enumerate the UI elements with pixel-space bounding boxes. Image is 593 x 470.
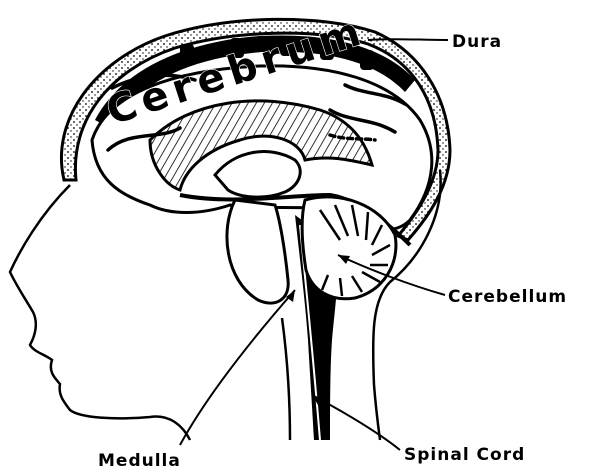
dura-label: Dura [452, 32, 502, 52]
cerebellum-label: Cerebellum [448, 287, 567, 307]
spinal-cord-label: Spinal Cord [404, 445, 525, 465]
dura-leader [368, 39, 448, 40]
medulla-label: Medulla [98, 451, 181, 470]
brain-stem [227, 200, 288, 303]
head-profile [10, 185, 190, 440]
medulla-leader [180, 290, 295, 445]
